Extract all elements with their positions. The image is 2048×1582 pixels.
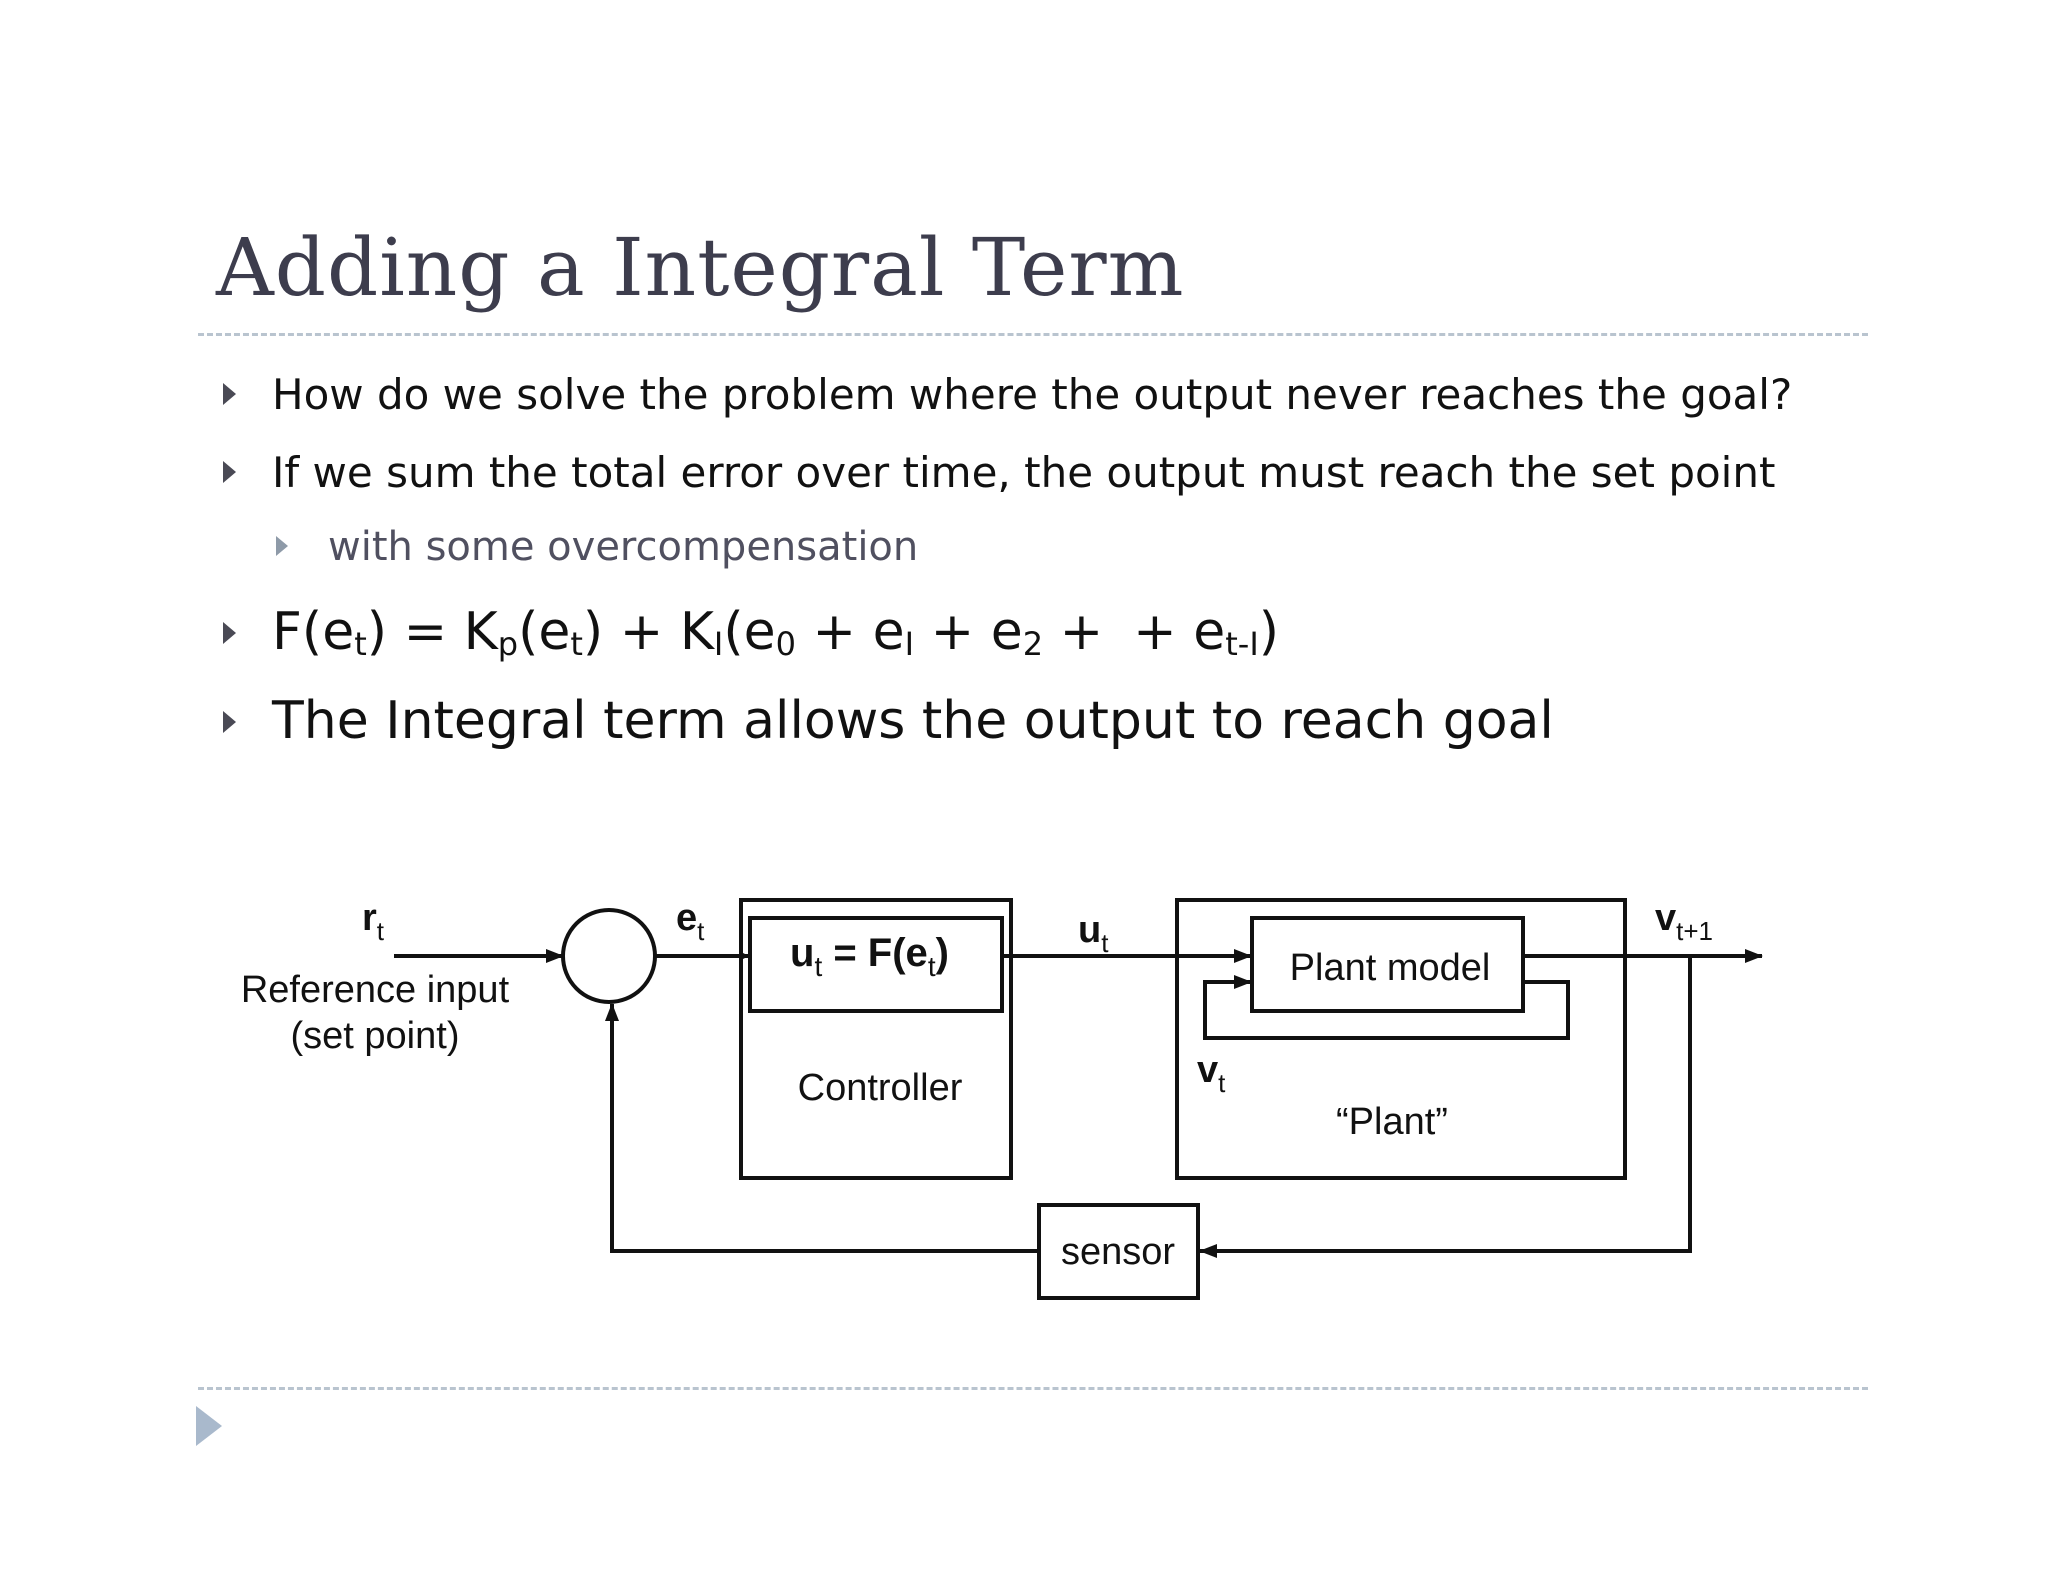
summing-junction xyxy=(561,908,657,1004)
bullet-2: If we sum the total error over time, the… xyxy=(223,452,1775,494)
v-label: vt xyxy=(1197,1049,1226,1098)
controller-equation: ut = F(et) xyxy=(790,931,949,982)
vnext-label: vt+1 xyxy=(1655,897,1713,946)
footer-divider xyxy=(198,1387,1868,1390)
slide-title: Adding a Integral Term xyxy=(216,221,1185,314)
plant-model-box xyxy=(1250,916,1525,1013)
bullet-1: How do we solve the problem where the ou… xyxy=(223,374,1792,416)
plant-model-label: Plant model xyxy=(1290,947,1491,989)
bullet-arrow-icon xyxy=(223,383,236,405)
output-feedback-path xyxy=(1199,956,1692,1258)
u-label: ut xyxy=(1078,909,1109,958)
sensor-label: sensor xyxy=(1061,1231,1175,1273)
formula-bullet: F(et) = Kp(et) + KI(e0 + eI + e2 ++ et-I… xyxy=(223,606,1279,660)
controller-equation-box xyxy=(748,916,1004,1013)
internal-state-loop xyxy=(1203,975,1570,1040)
bullet-arrow-icon xyxy=(223,461,236,483)
controller-label: Controller xyxy=(798,1067,963,1109)
reference-input-label: Reference input xyxy=(241,969,510,1011)
sub-bullet-text: with some overcompensation xyxy=(328,524,919,570)
bullet-arrow-icon xyxy=(223,622,236,644)
title-divider xyxy=(198,333,1868,336)
plant-label: “Plant” xyxy=(1336,1101,1448,1143)
sub-bullet: with some overcompensation xyxy=(276,524,919,570)
slide-nav-arrow-icon xyxy=(196,1406,222,1446)
r-label: rt xyxy=(362,897,385,946)
bullet-last-text: The Integral term allows the output to r… xyxy=(272,691,1554,751)
bullet-2-text: If we sum the total error over time, the… xyxy=(272,448,1776,497)
sensor-feedback-arrow xyxy=(605,1003,1039,1253)
bullet-arrow-icon xyxy=(223,711,236,733)
formula: F(et) = Kp(et) + KI(e0 + eI + e2 ++ et-I… xyxy=(272,602,1280,663)
plant-box xyxy=(1175,898,1627,1180)
bullet-1-text: How do we solve the problem where the ou… xyxy=(272,370,1793,419)
controller-box xyxy=(739,898,1013,1180)
bullet-last: The Integral term allows the output to r… xyxy=(223,695,1554,747)
set-point-label: (set point) xyxy=(291,1015,460,1057)
e-label: et xyxy=(676,897,705,946)
sub-bullet-arrow-icon xyxy=(276,536,288,556)
